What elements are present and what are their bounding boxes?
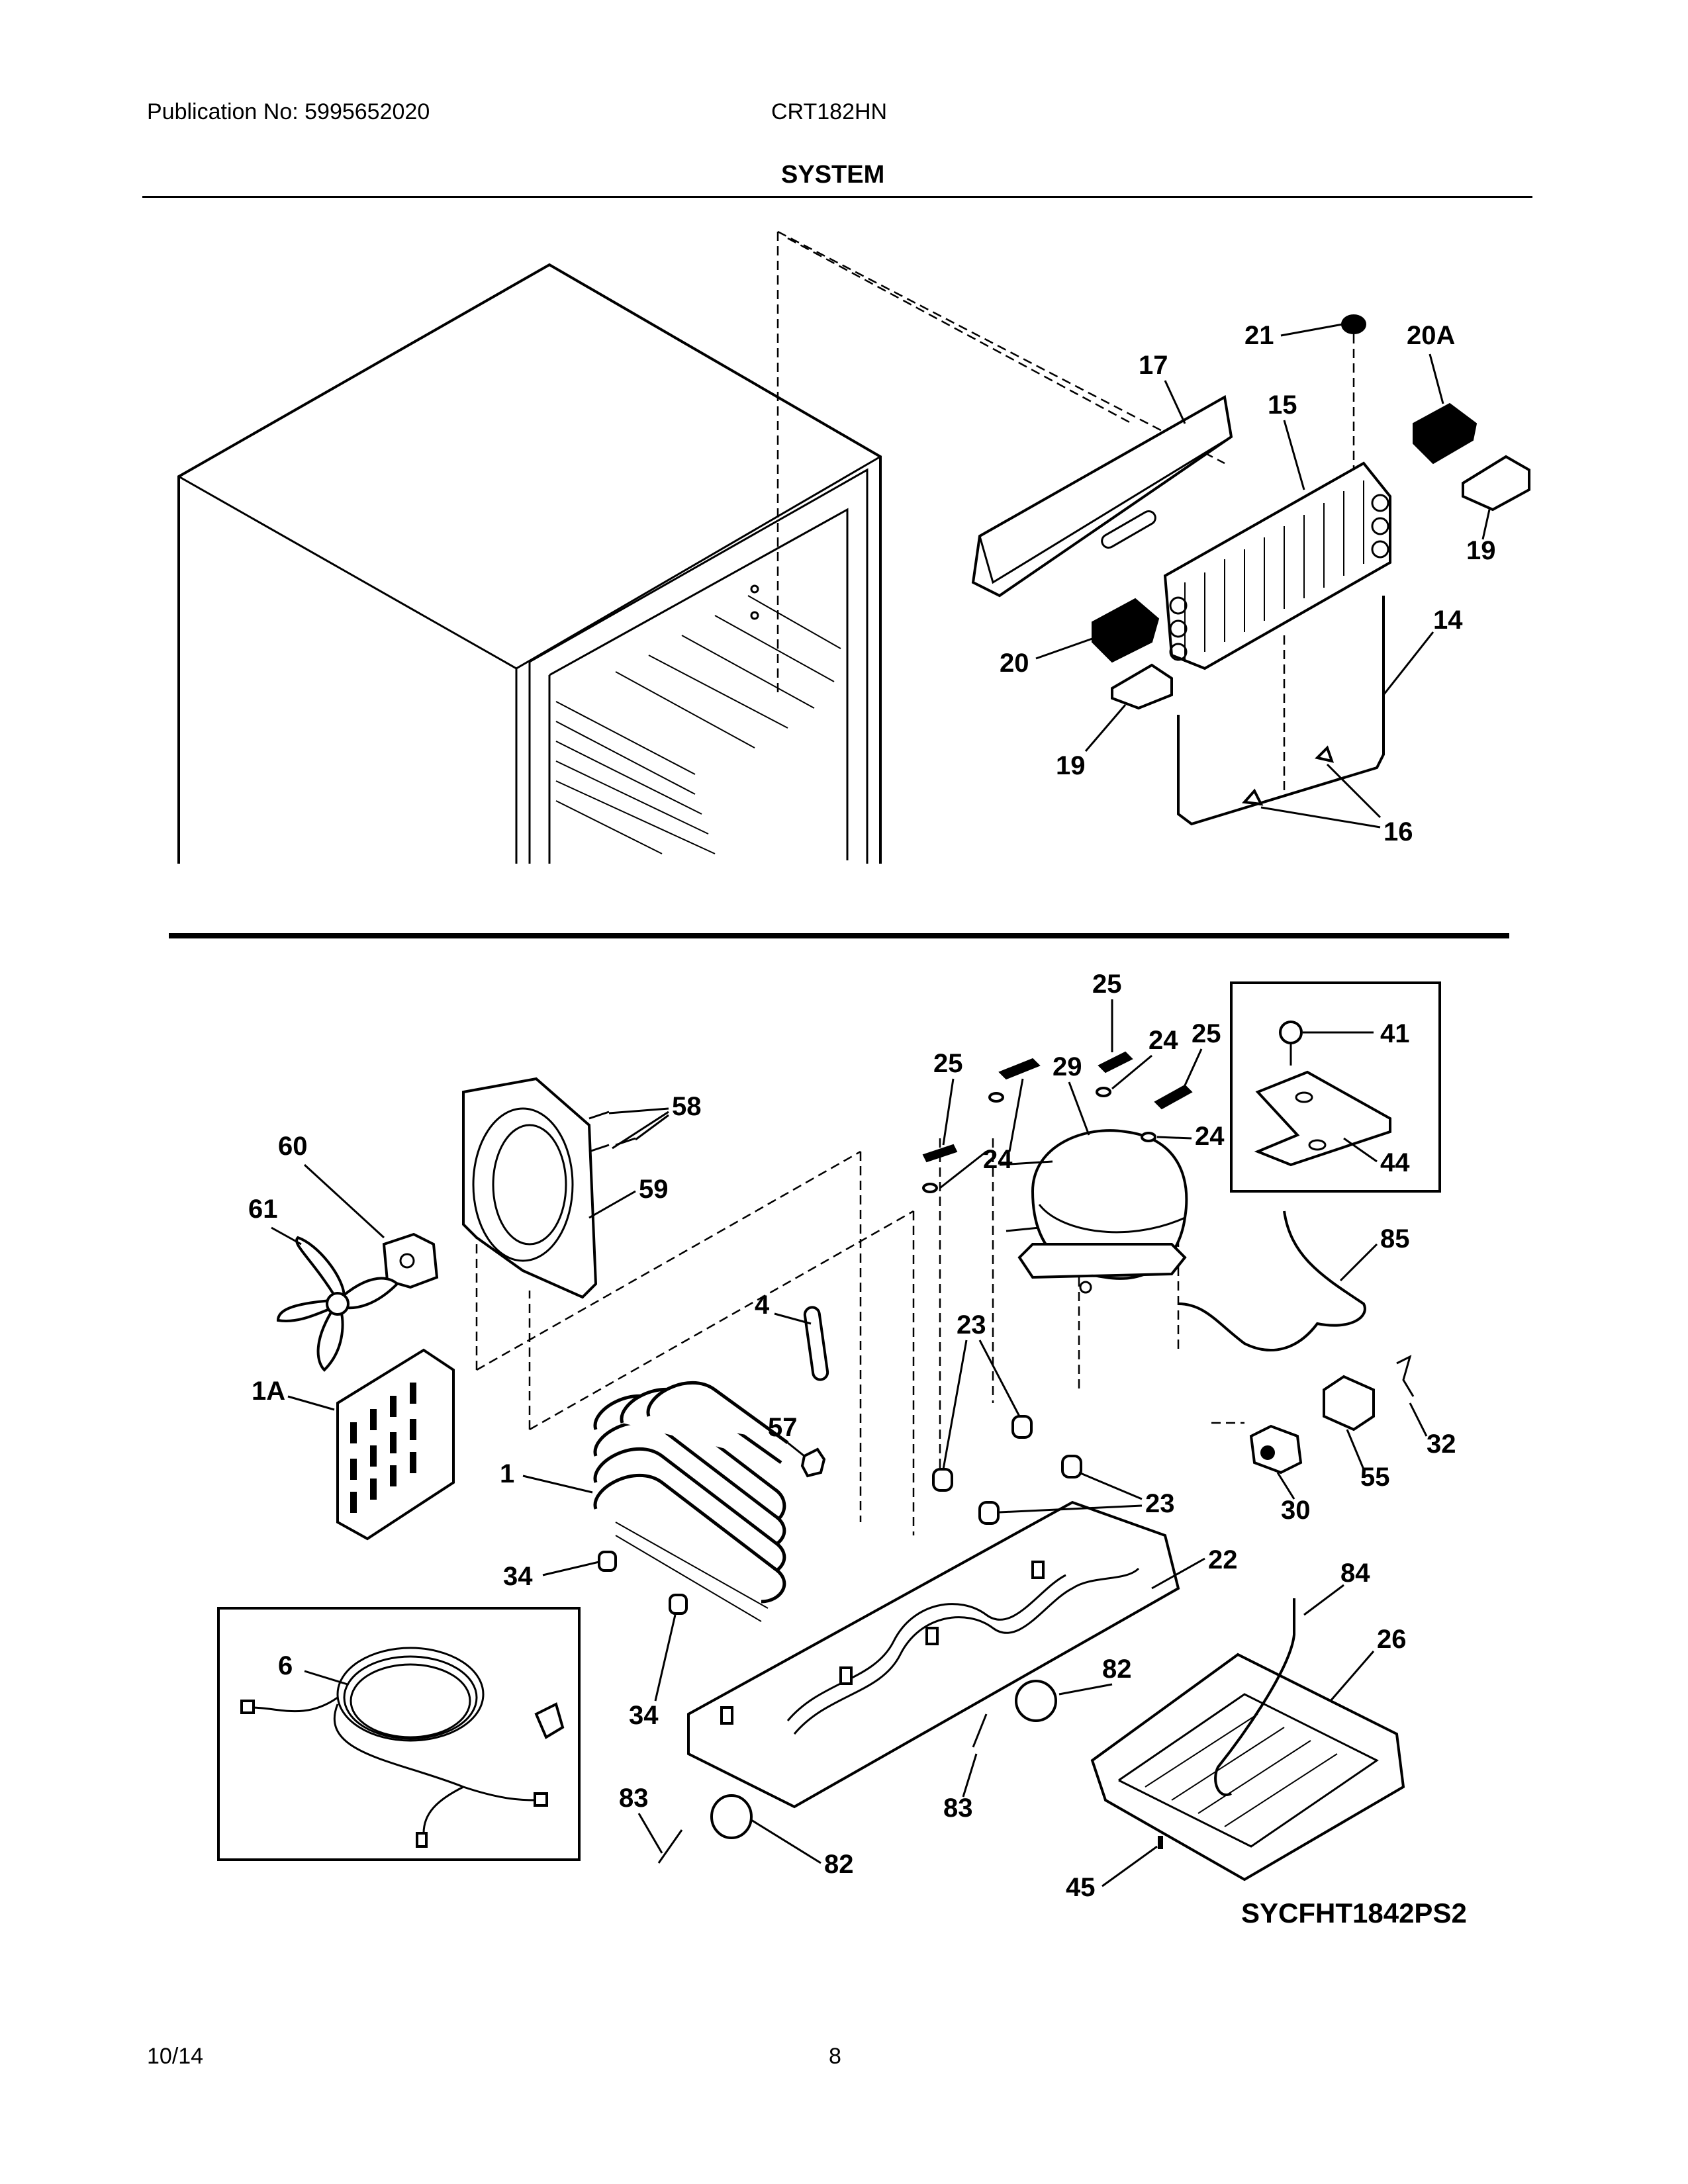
callout-14: 14 xyxy=(1433,606,1463,635)
callout-24-left: 24 xyxy=(983,1145,1013,1174)
grommets-23 xyxy=(932,1415,1082,1525)
callout-16: 16 xyxy=(1383,817,1413,846)
callout-61: 61 xyxy=(248,1195,278,1224)
callout-19-upper: 19 xyxy=(1466,536,1496,565)
model-number: CRT182HN xyxy=(771,99,888,124)
callout-25-top: 25 xyxy=(1092,970,1122,999)
callout-58: 58 xyxy=(672,1092,702,1121)
callout-34-left: 34 xyxy=(503,1562,533,1591)
tube-84 xyxy=(1214,1598,1295,1796)
evaporator-15 xyxy=(1163,461,1391,670)
condenser-1A-cover xyxy=(336,1348,455,1541)
mounting-lines xyxy=(475,1138,1244,1535)
callout-85: 85 xyxy=(1380,1224,1410,1253)
grommet-16b xyxy=(1315,745,1335,763)
fan-blade-61 xyxy=(276,1236,399,1372)
section-divider xyxy=(169,933,1509,938)
callout-20: 20 xyxy=(1000,649,1029,678)
heater-insulation-20 xyxy=(1092,598,1160,663)
bracket-19-upper xyxy=(1462,455,1530,512)
clip-57 xyxy=(800,1447,826,1478)
compressor-29 xyxy=(999,1129,1188,1294)
callout-83-right: 83 xyxy=(943,1794,973,1823)
header-rule xyxy=(142,196,1532,198)
callout-29: 29 xyxy=(1053,1052,1082,1081)
footer-page-number: 8 xyxy=(829,2044,841,2069)
callout-23-right: 23 xyxy=(1145,1489,1175,1518)
callout-44: 44 xyxy=(1380,1148,1410,1177)
drain-pan-26 xyxy=(1090,1653,1405,1882)
heater-insulation-20A xyxy=(1413,402,1477,465)
screw-45 xyxy=(1158,1836,1163,1849)
callout-30: 30 xyxy=(1281,1496,1311,1525)
callout-25-right: 25 xyxy=(1192,1019,1221,1048)
condenser-1 xyxy=(593,1381,789,1622)
thermostat-21 xyxy=(1341,314,1366,470)
callout-24-right: 24 xyxy=(1195,1122,1225,1151)
callout-4: 4 xyxy=(755,1291,770,1320)
fan-shroud-59 xyxy=(462,1077,598,1299)
callout-24-top: 24 xyxy=(1149,1026,1178,1055)
publication-number: Publication No: 5995652020 xyxy=(147,99,430,124)
callout-21: 21 xyxy=(1244,321,1274,350)
callout-15: 15 xyxy=(1268,390,1297,420)
tube-85 xyxy=(1178,1210,1366,1351)
callout-83-left: 83 xyxy=(619,1784,649,1813)
callout-1A: 1A xyxy=(252,1377,285,1406)
footer-date: 10/14 xyxy=(147,2044,204,2069)
bracket-19-lower xyxy=(1111,663,1173,710)
clips-25-washers-24 xyxy=(922,1051,1193,1193)
callout-19-lower: 19 xyxy=(1056,751,1086,780)
drain-tube-14 xyxy=(1177,596,1385,826)
callout-1: 1 xyxy=(500,1459,514,1488)
callout-32: 32 xyxy=(1427,1430,1456,1459)
base-pan-22 xyxy=(687,1500,1180,1809)
callout-45: 45 xyxy=(1066,1873,1096,1902)
screws-58 xyxy=(588,1111,636,1153)
feet-82-screws-83 xyxy=(657,1680,1057,1864)
callout-22: 22 xyxy=(1208,1545,1238,1574)
callout-26: 26 xyxy=(1377,1625,1407,1654)
callout-57: 57 xyxy=(768,1413,798,1442)
callout-23-top: 23 xyxy=(957,1310,986,1340)
callout-25-left: 25 xyxy=(933,1049,963,1078)
spacers-34 xyxy=(598,1551,688,1615)
grommet-16a xyxy=(1241,788,1264,806)
callout-84: 84 xyxy=(1340,1559,1370,1588)
refrigerator-cabinet xyxy=(177,230,1225,864)
callout-17: 17 xyxy=(1139,351,1168,380)
callout-55: 55 xyxy=(1360,1463,1390,1492)
relay-55-overload-30 xyxy=(1249,1355,1415,1475)
inset-box-power-cord-6 xyxy=(217,1607,581,1861)
callout-82-upper: 82 xyxy=(1102,1655,1132,1684)
cabinet-fins xyxy=(555,595,841,854)
callout-34-bottom: 34 xyxy=(629,1701,659,1730)
callout-60: 60 xyxy=(278,1132,308,1161)
callout-20A: 20A xyxy=(1407,321,1455,350)
diagram-code: SYCFHT1842PS2 xyxy=(1241,1897,1467,1929)
inset-box-41-44 xyxy=(1230,981,1441,1193)
callout-82-lower: 82 xyxy=(824,1850,854,1879)
callout-41: 41 xyxy=(1380,1019,1410,1048)
drier-4 xyxy=(803,1306,829,1381)
callout-59: 59 xyxy=(639,1175,669,1204)
callout-6: 6 xyxy=(278,1651,293,1680)
section-title: SYSTEM xyxy=(781,161,885,189)
